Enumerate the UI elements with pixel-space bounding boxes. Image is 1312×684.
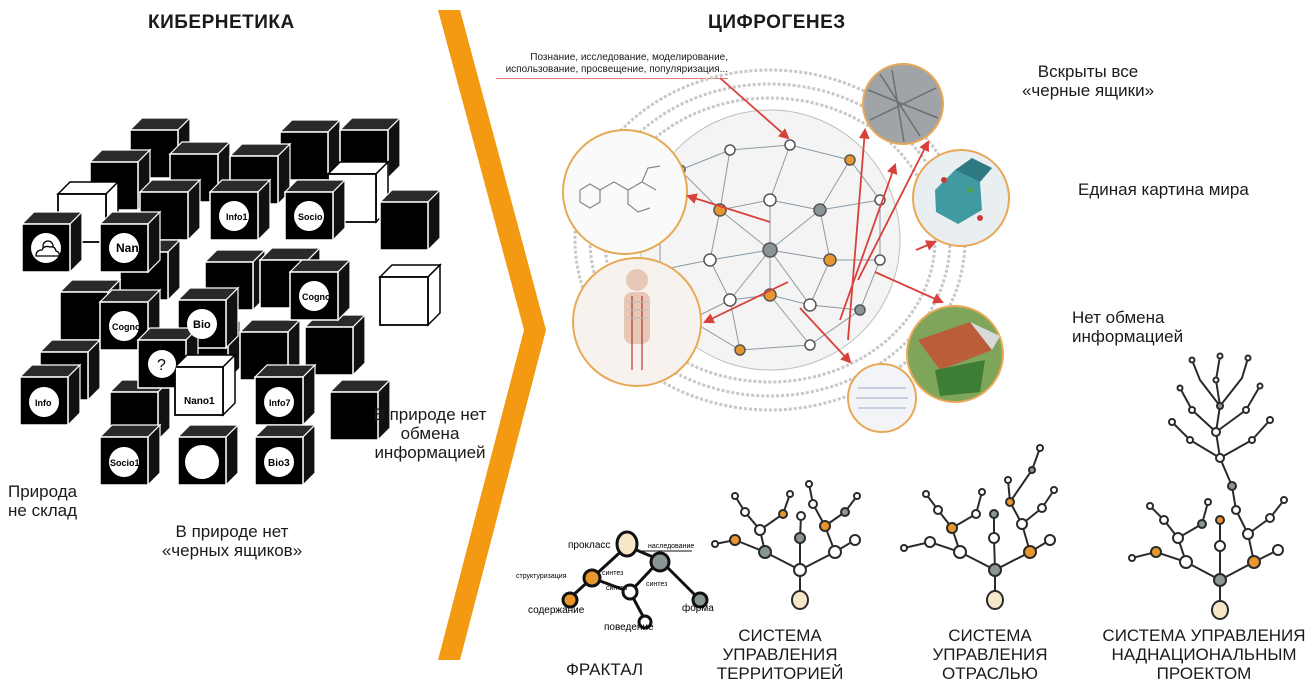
cube-label-info: Info [35,398,52,408]
caption-no-black-boxes: В природе нет «черных ящиков» [161,522,303,560]
cube-cluster: Nano Info1 Socio Cogno Cogno Bio ? Info … [19,117,441,486]
fractal-structuring-label: структуризация [516,573,567,580]
tree-territory [711,480,861,610]
anatomy-circle [572,257,702,387]
sun-cloud-icon [31,233,61,263]
right-title: ЦИФРОГЕНЕЗ [708,12,846,33]
label-black-boxes-opened: Вскрыты все «черные ящики» [1021,62,1155,100]
fractal-inheritance-label: наследование [648,543,694,550]
cube-label-question: ? [157,357,166,374]
cube-label-cogno2: Cogno [302,292,331,302]
texture-circle [862,63,944,145]
cube-label-nano1: Nano1 [184,396,215,407]
chevron-divider [438,10,546,660]
left-title: КИБЕРНЕТИКА [148,12,295,33]
molecule-circle [562,129,688,255]
fractal-diagram: прокласс наследование структуризация син… [516,530,714,633]
blank-circle [185,445,219,479]
caption-supranational: СИСТЕМА УПРАВЛЕНИЯ НАДНАЦИОНАЛЬНЫМ ПРОЕК… [1102,626,1306,683]
fractal-behavior-label: поведение [604,622,654,633]
fractal-content-label: содержание [528,605,585,616]
top-note: Познание, исследование, моделирование, и… [505,52,728,75]
cube-label-info1: Info1 [226,212,248,222]
cube-label-socio1: Socio1 [110,458,140,468]
caption-industry: СИСТЕМА УПРАВЛЕНИЯ ОТРАСЛЬЮ [932,626,1048,683]
cube-label-bio3: Bio3 [268,458,290,469]
fractal-synthesis-label-1: синтез [602,570,623,577]
tree-industry [900,444,1058,610]
cube-label-info7: Info7 [269,398,291,408]
fractal-form-label: форма [682,602,714,614]
cube-label-nano: Nano [116,241,146,255]
image-circles [562,63,1010,433]
caption-nature-not-storage: Природа не склад [8,482,78,520]
fractal-proclass-label: прокласс [568,540,610,551]
data-circle [847,363,917,433]
caption-no-exchange: В природе нет обмена информацией [373,405,487,462]
tree-supranational [1128,352,1288,620]
fractal-synthesis-label-3: синтез [646,581,667,588]
label-unified-picture: Единая картина мира [1078,180,1249,199]
caption-territory: СИСТЕМА УПРАВЛЕНИЯ ТЕРРИТОРИЕЙ [716,626,844,683]
fractal-synthesis-label-2: синтез [606,585,627,592]
cube-label-socio: Socio [298,212,323,222]
label-no-exchange: Нет обмена информацией [1072,308,1184,346]
cube-label-cogno1: Cogno [112,322,141,332]
cube-label-bio: Bio [193,319,211,331]
fractal-caption: ФРАКТАЛ [566,660,644,679]
mineral-circle [912,149,1010,247]
top-note-underline [496,78,728,79]
terrain-circle [906,305,1004,403]
